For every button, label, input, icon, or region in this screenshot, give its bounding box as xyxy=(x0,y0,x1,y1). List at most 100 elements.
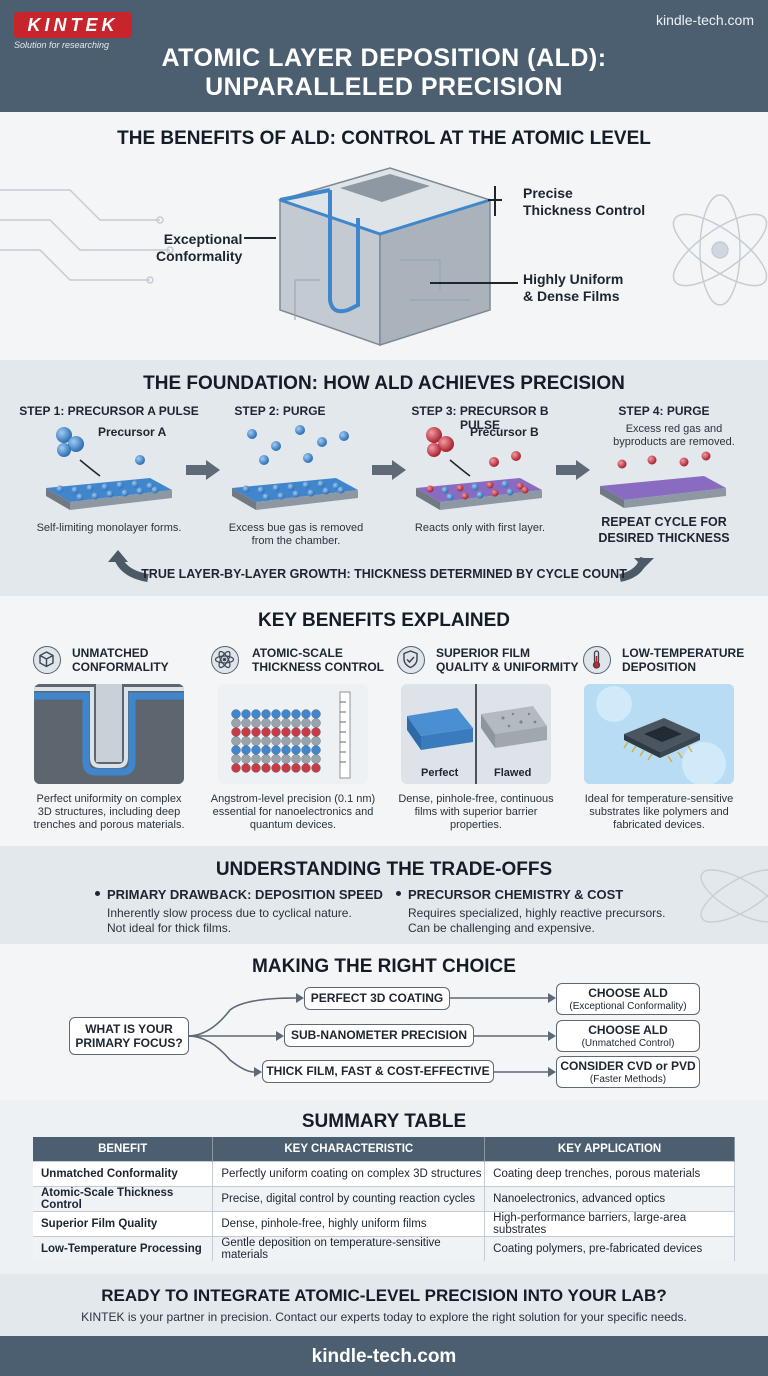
atom-dot xyxy=(311,754,321,764)
step-4-caption: Excess red gas and byproducts are remove… xyxy=(613,423,735,448)
atom-dot xyxy=(281,745,291,755)
atom-dot xyxy=(241,754,251,764)
label-perfect: Perfect xyxy=(421,767,459,779)
footer-site-link[interactable]: kindle-tech.com xyxy=(311,1346,457,1367)
atom-dot xyxy=(281,709,291,719)
label-exceptional-conformality: Exceptional Conformality xyxy=(156,231,243,264)
atom-dot xyxy=(241,718,251,728)
atom-dot xyxy=(261,727,271,737)
atom-dot xyxy=(231,745,241,755)
option-sub-nanometer[interactable]: SUB-NANOMETER PRECISION xyxy=(284,1024,474,1047)
atom-decoration-right xyxy=(700,869,768,923)
atom-dot xyxy=(301,745,311,755)
atom-dot xyxy=(261,745,271,755)
kb-2-description: Angstrom-level precision (0.1 nm) essent… xyxy=(210,793,376,831)
column-header: BENEFIT xyxy=(33,1137,214,1161)
step-1-illustration xyxy=(46,427,172,510)
atom-dot xyxy=(261,736,271,746)
option-thick-film[interactable]: THICK FILM, FAST & COST-EFFECTIVE xyxy=(262,1060,494,1083)
precursor-a-tag: Precursor A xyxy=(98,425,167,439)
option-3d-coating[interactable]: PERFECT 3D COATING xyxy=(304,987,450,1010)
atom-dot xyxy=(311,727,321,737)
cta-section xyxy=(0,1274,768,1336)
atom-dot xyxy=(301,727,311,737)
atom-dot xyxy=(251,709,261,719)
atom-dot xyxy=(271,727,281,737)
step-4-illustration xyxy=(600,451,726,508)
site-link-top[interactable]: kindle-tech.com xyxy=(655,12,754,28)
kb-1-description: Perfect uniformity on complex 3D structu… xyxy=(33,793,185,831)
atom-dot xyxy=(291,709,301,719)
atom-dot xyxy=(231,736,241,746)
atom-dot xyxy=(271,709,281,719)
atom-dot xyxy=(311,745,321,755)
result-choose-ald-1: CHOOSE ALD(Exceptional Conformality) xyxy=(556,983,700,1015)
atom-dot xyxy=(291,754,301,764)
label-flawed: Flawed xyxy=(494,767,532,779)
arrow-1-2-icon xyxy=(186,460,220,480)
atom-dot xyxy=(231,763,241,773)
summary-table: BENEFIT KEY CHARACTERISTIC KEY APPLICATI… xyxy=(33,1137,735,1261)
atom-dot xyxy=(291,745,301,755)
bullet-icon xyxy=(95,891,100,896)
step-4-title: STEP 4: PURGE xyxy=(618,404,710,418)
cube-icon xyxy=(33,646,61,674)
atom-dot xyxy=(301,718,311,728)
atom-dot xyxy=(301,736,311,746)
tradeoffs-section xyxy=(0,846,768,944)
label-uniform-films: Highly Uniform & Dense Films xyxy=(523,271,624,304)
atom-dot xyxy=(281,718,291,728)
step-3-caption: Reacts only with first layer. xyxy=(414,522,546,534)
cycle-return-arrows xyxy=(108,550,654,582)
precursor-b-tag: Precursor B xyxy=(470,425,539,439)
drawback-speed-title: PRIMARY DRAWBACK: DEPOSITION SPEED xyxy=(107,887,383,902)
atom-dot xyxy=(231,754,241,764)
atom-dot xyxy=(251,718,261,728)
kb-4-title: LOW-TEMPERATURE DEPOSITION xyxy=(622,646,745,674)
atom-dot xyxy=(261,718,271,728)
film-comparison-image xyxy=(401,684,551,784)
atom-dot xyxy=(241,763,251,773)
kintek-logo[interactable]: KINTEK xyxy=(14,12,132,38)
kb-3-title: SUPERIOR FILM QUALITY & UNIFORMITY xyxy=(436,646,579,674)
conformality-image xyxy=(34,684,184,784)
kb-2-title: ATOMIC-SCALE THICKNESS CONTROL xyxy=(252,646,384,674)
shield-check-icon xyxy=(397,646,425,674)
atom-dot xyxy=(261,763,271,773)
benefits-heading: THE BENEFITS OF ALD: CONTROL AT THE ATOM… xyxy=(117,128,651,149)
foundation-section xyxy=(0,360,768,596)
atom-dot xyxy=(311,718,321,728)
chip-cool-image xyxy=(584,684,734,784)
atom-dot xyxy=(311,736,321,746)
atom-dot xyxy=(291,736,301,746)
atom-dot xyxy=(291,727,301,737)
drawback-cost-text: Requires specialized, highly reactive pr… xyxy=(408,906,666,935)
step-1-caption: Self-limiting monolayer forms. xyxy=(36,522,182,534)
column-header: KEY APPLICATION xyxy=(484,1137,735,1161)
step-2-illustration xyxy=(232,425,358,510)
label-thickness-control: Precise Thickness Control xyxy=(523,185,646,218)
kb-1-title: UNMATCHED CONFORMALITY xyxy=(72,646,169,674)
atom-dot xyxy=(301,763,311,773)
atom-dot xyxy=(261,709,271,719)
atom-dot xyxy=(251,745,261,755)
atom-dot xyxy=(281,727,291,737)
atom-dot xyxy=(241,727,251,737)
footer-bar xyxy=(0,1336,768,1376)
circuit-decoration xyxy=(0,189,768,306)
atom-dot xyxy=(291,763,301,773)
atom-dot xyxy=(231,727,241,737)
atom-dot xyxy=(281,736,291,746)
ald-cycle-diagram xyxy=(46,425,726,510)
page-title: ATOMIC LAYER DEPOSITION (ALD): UNPARALLE… xyxy=(161,44,607,101)
table-header-row: BENEFIT KEY CHARACTERISTIC KEY APPLICATI… xyxy=(33,1137,735,1161)
atom-dot xyxy=(301,754,311,764)
atom-dot xyxy=(271,763,281,773)
cta-title: READY TO INTEGRATE ATOMIC-LEVEL PRECISIO… xyxy=(101,1286,667,1305)
layered-stack-image xyxy=(218,684,368,784)
thickness-pointer xyxy=(494,186,496,216)
atom-dot xyxy=(311,763,321,773)
primary-focus-question: WHAT IS YOUR PRIMARY FOCUS? xyxy=(69,1017,189,1055)
